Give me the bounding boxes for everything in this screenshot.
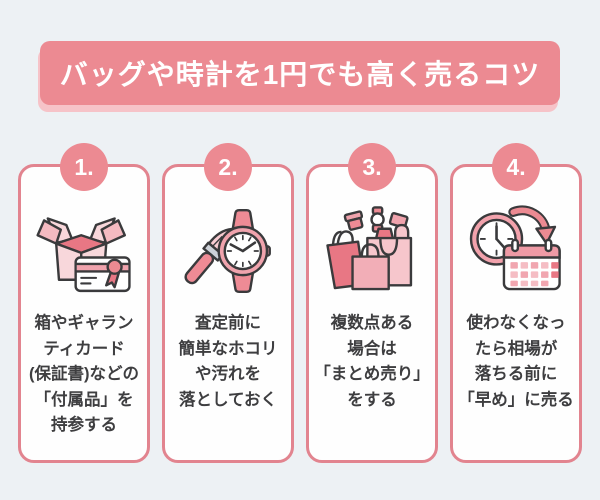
open-box-warranty-card-icon	[36, 217, 131, 293]
step-number-badge: 3.	[348, 143, 396, 191]
step-number-badge: 2.	[204, 143, 252, 191]
tip-icon-wrap	[165, 199, 291, 303]
tip-card-1: 1.	[18, 143, 150, 463]
tip-icon-wrap	[21, 199, 147, 303]
tip-card-4: 4.	[450, 143, 582, 463]
tip-text: 査定前に 簡単なホコリ や汚れを 落としておく	[178, 314, 278, 409]
title-banner: バッグや時計を1円でも高く売るコツ	[40, 41, 560, 105]
page-title: バッグや時計を1円でも高く売るコツ	[59, 59, 541, 90]
tip-text: 複数点ある 場合は 「まとめ売り」 をする	[314, 314, 430, 409]
step-number-badge: 4.	[492, 143, 540, 191]
tips-row: 1.	[18, 143, 582, 463]
tip-text: 箱やギャラン ティカード (保証書)などの 「付属品」を 持参する	[29, 314, 139, 435]
brush-and-watch-icon	[184, 208, 271, 294]
step-number-badge: 1.	[60, 143, 108, 191]
tip-card-3: 3.	[306, 143, 438, 463]
shopping-bags-icon	[326, 206, 413, 291]
tip-text: 使わなくなっ たら相場が 落ちる前に 「早め」に売る	[458, 314, 574, 409]
tip-card-2: 2.	[162, 143, 294, 463]
tip-icon-wrap	[453, 199, 579, 303]
clock-calendar-icon	[469, 205, 561, 291]
tip-icon-wrap	[309, 199, 435, 303]
